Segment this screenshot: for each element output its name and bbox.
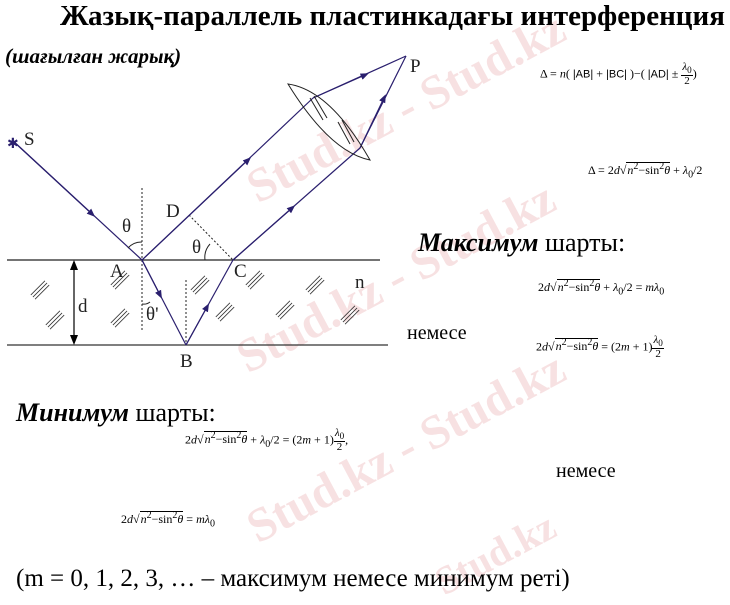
label-A: A xyxy=(110,261,124,282)
label-P: P xyxy=(410,56,421,77)
or-text-1: немесе xyxy=(407,322,467,344)
label-B: B xyxy=(180,351,193,372)
order-note: (m = 0, 1, 2, 3, … – максимум немесе мин… xyxy=(16,565,570,592)
label-D: D xyxy=(166,201,180,222)
label-S: S xyxy=(24,129,35,150)
label-n: n xyxy=(355,272,365,293)
maximum-heading: Максимум шарты: xyxy=(418,228,626,257)
label-theta-prime: θ' xyxy=(146,304,159,325)
formula-path-difference-final: Δ = 2d√n2−sin2θ + λ0/2 xyxy=(588,161,703,181)
label-d: d xyxy=(78,296,88,317)
formula-max-1: 2d√n2−sin2θ + λ0/2 = mλ0 xyxy=(538,278,665,298)
slide-subtitle: (шағылған жарық) xyxy=(5,44,182,68)
label-theta: θ xyxy=(122,216,131,237)
svg-text:✱: ✱ xyxy=(7,137,19,152)
slide-title: Жазық-параллель пластинкадағы интерферен… xyxy=(60,0,725,32)
minimum-heading: Минимум шарты: xyxy=(16,398,216,427)
label-C: C xyxy=(234,261,247,282)
or-text-2: немесе xyxy=(556,460,616,482)
label-theta-2: θ xyxy=(192,237,201,258)
formula-min-2: 2d√n2−sin2θ = mλ0 xyxy=(121,510,215,530)
